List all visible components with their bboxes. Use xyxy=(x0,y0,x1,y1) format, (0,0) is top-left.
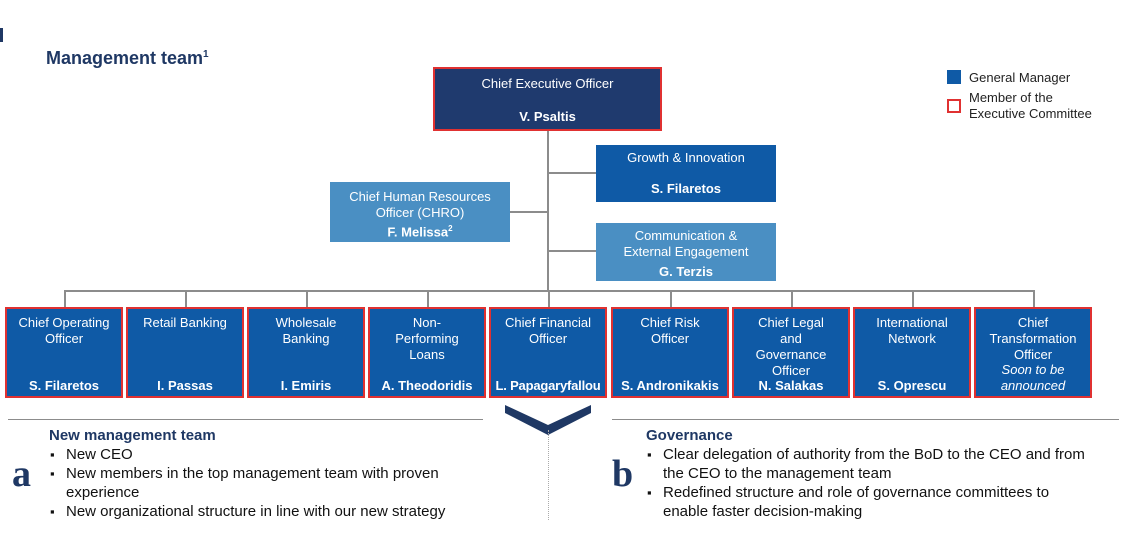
chevron-down-icon xyxy=(505,405,591,435)
ceo-box: Chief Executive Officer V. Psaltis xyxy=(433,67,662,131)
connector-chro xyxy=(510,211,548,213)
exec-name: N. Salakas xyxy=(758,378,824,393)
connector-ceo-trunk xyxy=(547,131,549,291)
section-b-title: Governance xyxy=(646,427,733,444)
list-item: New organizational structure in line wit… xyxy=(48,502,488,521)
communication-box: Communication &External Engagement G. Te… xyxy=(596,223,776,281)
divider-left xyxy=(8,419,483,420)
exec-name: I. Passas xyxy=(157,378,213,393)
exec-name: S. Filaretos xyxy=(28,378,100,393)
connector-drop-4 xyxy=(427,290,429,307)
connector-drop-1 xyxy=(64,290,66,307)
divider-right xyxy=(612,419,1119,420)
connector-growth xyxy=(548,172,596,174)
comm-name: G. Terzis xyxy=(659,264,713,279)
growth-name: S. Filaretos xyxy=(650,181,722,196)
connector-comm xyxy=(548,250,596,252)
exec-role: Retail Banking xyxy=(143,315,227,330)
list-item: New CEO xyxy=(48,445,488,464)
comm-role: Communication &External Engagement xyxy=(623,228,749,259)
chro-name: F. Melissa2 xyxy=(387,223,453,239)
growth-role: Growth & Innovation xyxy=(627,150,745,165)
exec-name: S. Oprescu xyxy=(877,378,947,393)
list-item: Clear delegation of authority from the B… xyxy=(645,445,1095,483)
legend-label-general-manager: General Manager xyxy=(969,70,1071,85)
connector-drop-8 xyxy=(912,290,914,307)
section-a-title: New management team xyxy=(49,427,216,444)
section-a-bullets: New CEO New members in the top managemen… xyxy=(48,445,488,521)
ceo-role: Chief Executive Officer xyxy=(481,76,614,91)
connector-drop-3 xyxy=(306,290,308,307)
corner-marker xyxy=(0,28,3,42)
exec-name: I. Emiris xyxy=(280,378,332,393)
connector-drop-2 xyxy=(185,290,187,307)
list-item: New members in the top management team w… xyxy=(48,464,488,502)
exec-name: A. Theodoridis xyxy=(381,378,473,393)
connector-drop-6 xyxy=(670,290,672,307)
section-b-bullets: Clear delegation of authority from the B… xyxy=(645,445,1095,521)
legend-swatch-general-manager xyxy=(947,70,961,84)
connector-drop-9 xyxy=(1033,290,1035,307)
section-b-letter: b xyxy=(612,453,634,495)
legend-swatch-exec-committee xyxy=(947,99,961,113)
connector-drop-7 xyxy=(791,290,793,307)
list-item: Redefined structure and role of governan… xyxy=(645,483,1095,521)
connector-drop-5 xyxy=(548,290,550,307)
exec-name: L. Papagaryfallou xyxy=(495,378,601,393)
section-a-letter: a xyxy=(12,453,31,495)
page-title: Management team1 xyxy=(46,48,209,68)
section-separator xyxy=(548,430,549,520)
growth-innovation-box: Growth & Innovation S. Filaretos xyxy=(596,145,776,202)
exec-box-retail-banking: Retail Banking I. Passas xyxy=(126,307,244,398)
exec-name: S. Andronikakis xyxy=(621,378,719,393)
ceo-name: V. Psaltis xyxy=(519,109,576,124)
